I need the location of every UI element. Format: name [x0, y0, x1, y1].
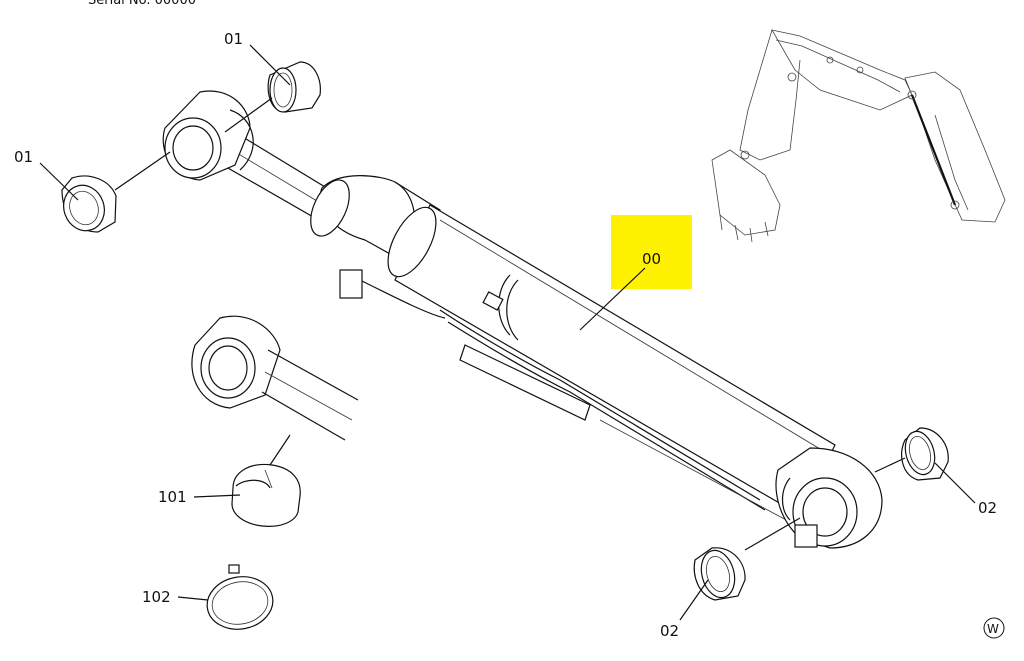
bushing-02-left: [693, 547, 746, 601]
label-02-right: 02: [978, 499, 997, 517]
leader-lines: [39, 44, 976, 621]
label-02-left: 02: [660, 622, 679, 640]
rod-end-detail: [191, 315, 359, 441]
label-01-left: 01: [14, 148, 33, 166]
header-fragment: Serial No. 00000: [88, 0, 196, 8]
hydraulic-cylinder: [162, 90, 883, 549]
bushing-01-left: [61, 175, 117, 233]
rod-bushing-101: [231, 463, 301, 527]
bushing-01-top: [267, 61, 321, 113]
highlight-box: [611, 215, 692, 289]
bushing-02-right: [901, 427, 949, 481]
snap-ring-102: [206, 564, 274, 630]
label-00: 00: [642, 250, 661, 268]
watermark: W: [983, 617, 1005, 639]
label-102: 102: [142, 588, 171, 606]
label-01-top: 01: [224, 30, 243, 48]
excavator-locator-thumbnail: [711, 29, 1006, 243]
callout-labels: 00 01 01 02 02 101 102: [14, 30, 997, 640]
watermark-letter: W: [987, 622, 999, 636]
label-101: 101: [158, 488, 187, 506]
